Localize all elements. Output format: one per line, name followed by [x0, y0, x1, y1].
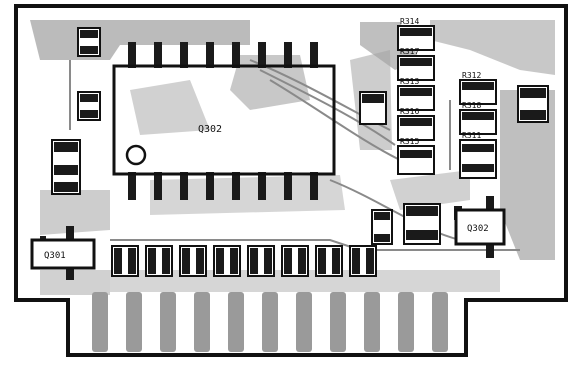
ic-q302: Q302 [112, 42, 336, 200]
transistor-q302-body [454, 208, 506, 246]
ic-top-pins [128, 42, 318, 68]
ic-pin1-marker [125, 144, 147, 166]
transistor-q302-label: Q302 [467, 224, 489, 234]
ic-label: Q302 [198, 124, 222, 135]
right-center-components [359, 91, 441, 245]
edge-connector [92, 292, 448, 352]
resistor-stack-labels: R314 R317 R313 R316 R315 R312 R318 R311 [400, 17, 481, 146]
label-r311: R311 [462, 131, 481, 140]
label-r315: R315 [400, 137, 419, 146]
transistor-q302: Q302 [454, 196, 506, 258]
transistor-q301: Q301 [30, 226, 96, 280]
left-components [51, 27, 101, 195]
label-r313: R313 [400, 77, 419, 86]
resistor-stack: R314 R317 R313 R316 R315 R312 R318 R311 [397, 17, 549, 179]
transistor-q301-body [30, 238, 96, 270]
label-r314: R314 [400, 17, 419, 26]
label-r316: R316 [400, 107, 419, 116]
ic-bottom-pins [128, 172, 318, 200]
label-r318: R318 [462, 101, 481, 110]
label-r317: R317 [400, 47, 419, 56]
transistor-q301-label: Q301 [44, 251, 66, 261]
bottom-resistor-pads [114, 248, 374, 274]
label-r312: R312 [462, 71, 481, 80]
ic-body [112, 64, 336, 176]
